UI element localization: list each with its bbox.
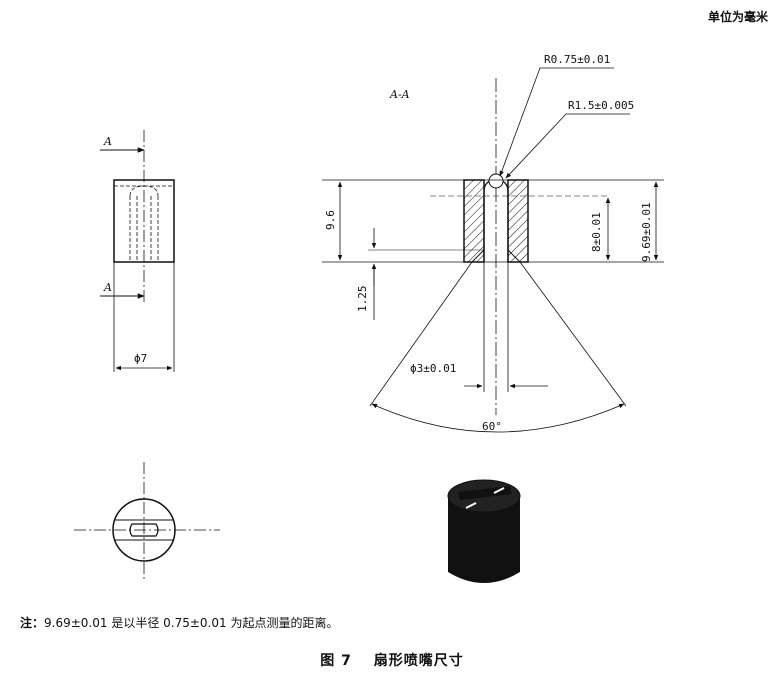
footnote-prefix: 注： xyxy=(20,616,45,630)
dim-bore-diameter: ϕ3±0.01 xyxy=(410,362,456,375)
top-view xyxy=(74,462,220,580)
dim-radius-large: R1.5±0.005 xyxy=(568,99,634,112)
cut-marker-bottom: A xyxy=(103,281,112,294)
figure-title: 扇形喷嘴尺寸 xyxy=(373,653,464,669)
footnote-text: 9.69±0.01 是以半径 0.75±0.01 为起点测量的距离。 xyxy=(44,616,339,630)
figure-caption: 图 7 扇形喷嘴尺寸 xyxy=(0,650,784,670)
cut-marker-top: A xyxy=(103,135,112,148)
nozzle-3d-view xyxy=(447,479,521,583)
dim-radius-small: R0.75±0.01 xyxy=(544,53,610,66)
dim-offset: 1.25 xyxy=(356,286,369,313)
dim-inner-depth: 8±0.01 xyxy=(590,212,603,252)
figure-number: 图 7 xyxy=(320,653,352,669)
footnote: 注：9.69±0.01 是以半径 0.75±0.01 为起点测量的距离。 xyxy=(20,614,338,631)
section-label: A-A xyxy=(389,88,410,101)
nozzle-drawing: A A ϕ7 A-A ϕ3±0.01 60° xyxy=(74,53,664,583)
section-view: A-A ϕ3±0.01 60° 9.6 1.25 xyxy=(322,53,664,433)
unit-label: 单位为毫米 xyxy=(707,10,768,24)
dim-height-left: 9.6 xyxy=(324,210,337,230)
dim-outer-diameter: ϕ7 xyxy=(134,352,147,365)
front-view: A A ϕ7 xyxy=(100,130,175,372)
dim-total-height: 9.69±0.01 xyxy=(640,202,653,262)
dim-spray-angle: 60° xyxy=(482,420,502,433)
